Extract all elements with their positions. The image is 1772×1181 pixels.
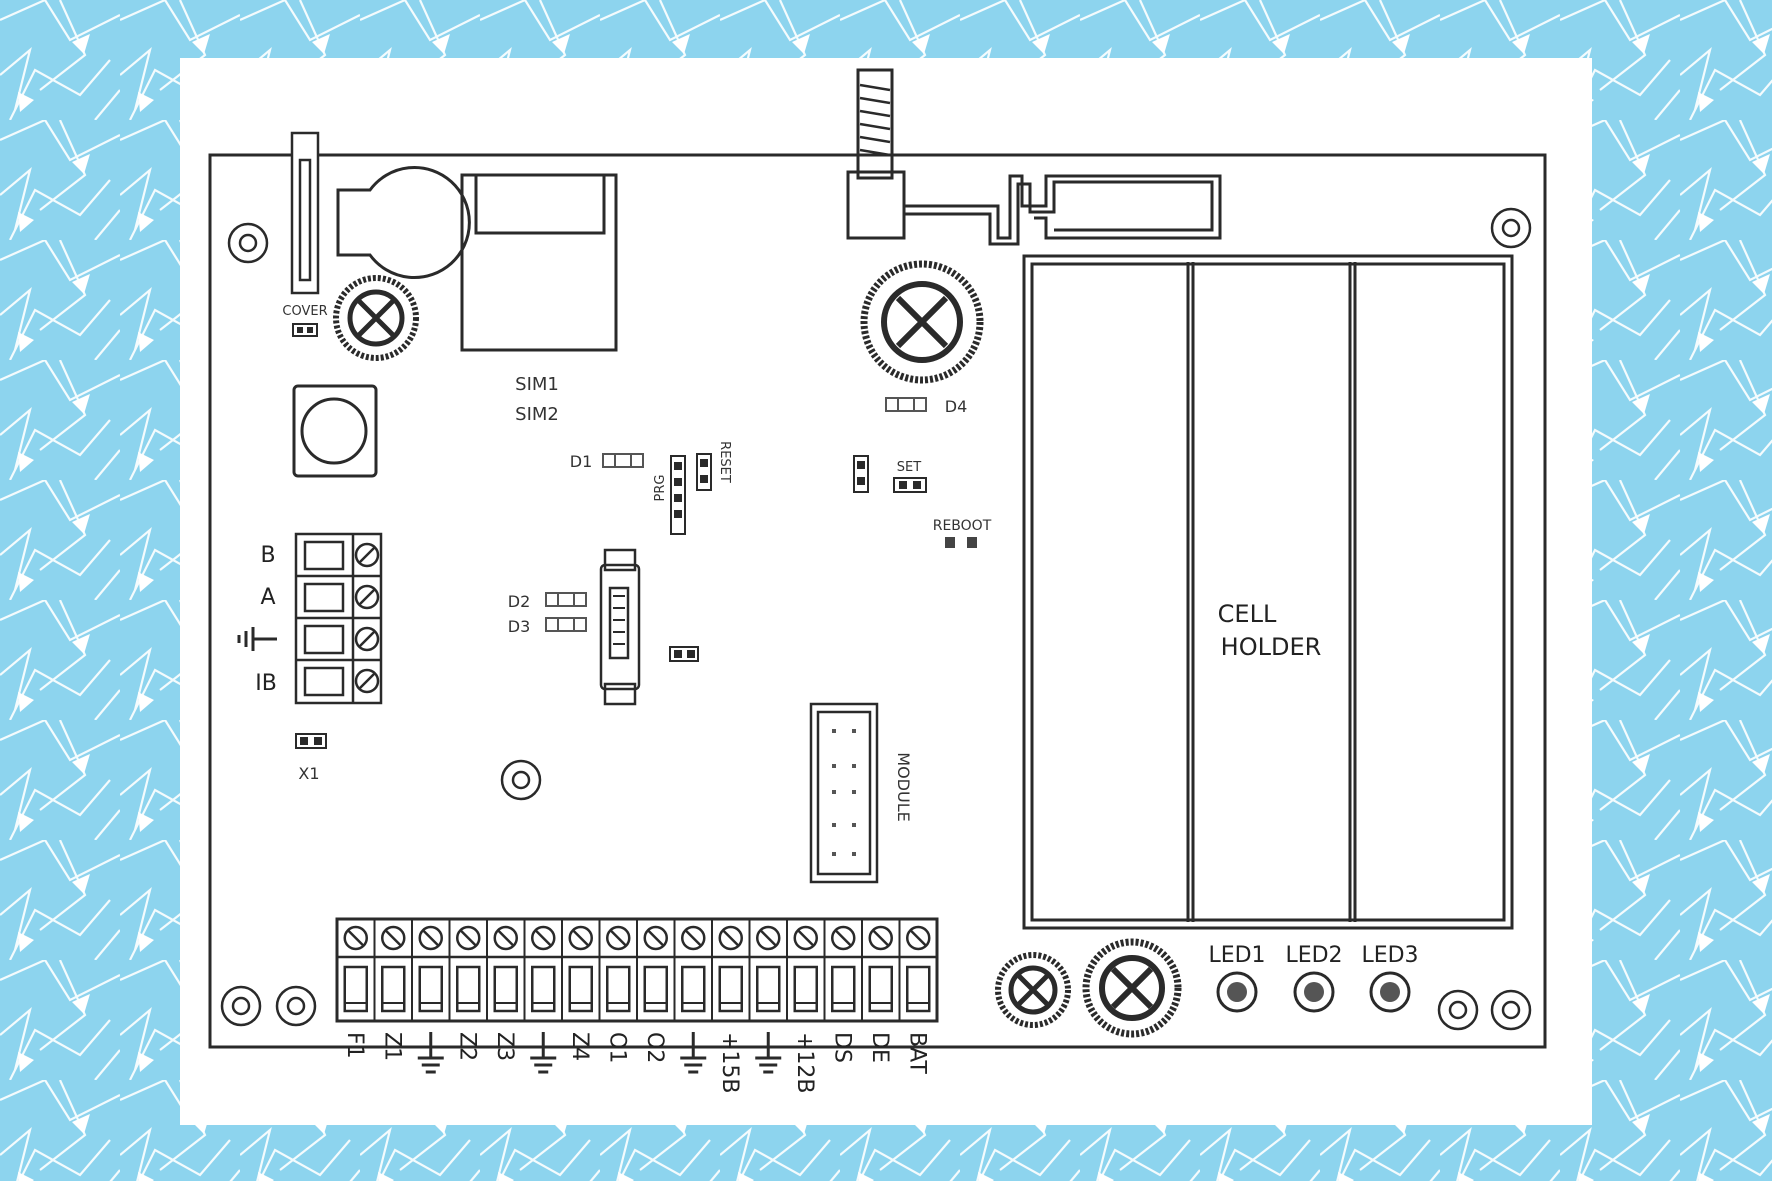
bottom-terminal [456,925,481,1013]
cover-switch [290,131,320,295]
cell-holder-label-2: HOLDER [1221,633,1322,661]
mounting-hole-icon [220,985,262,1027]
bottom-terminal [381,925,406,1013]
jumper-vertical [853,455,869,493]
ground-symbol-icon [680,1032,707,1074]
sim-holder [460,173,618,352]
status-led [1369,971,1411,1013]
bottom-terminal [418,925,443,1013]
bottom-terminal [568,925,593,1013]
backup-battery [336,166,471,279]
cell-holder-label-1: CELL [1218,600,1277,628]
bottom-terminal [906,925,931,1013]
reset-jumper [696,453,712,491]
screw-icon [333,275,419,361]
reset-label: RESET [717,441,732,483]
ground-symbol-icon [417,1032,444,1074]
set-label: SET [897,460,921,475]
d1-label: D1 [570,452,593,471]
bus-terminal-block [294,532,383,705]
reboot-label: REBOOT [933,518,992,534]
pcb-antenna-trace [904,174,1222,246]
terminal-label: Z1 [379,1032,404,1061]
set-jumper [893,477,927,493]
d4-label: D4 [945,397,968,416]
ground-symbol-icon [755,1032,782,1074]
screw-icon [995,952,1071,1028]
module-header [809,702,879,884]
mounting-hole-icon [275,985,317,1027]
bottom-terminal [868,925,893,1013]
cover-label: COVER [282,304,327,319]
prg-label: PRG [653,475,668,502]
bottom-terminal [531,925,556,1013]
cover-jumper [292,323,318,337]
pcb-outline [208,153,1547,1049]
mounting-hole-icon [1490,207,1532,249]
terminal-label: DS [829,1032,854,1063]
terminal-label: F1 [342,1032,367,1059]
terminal-label: BAT [904,1032,929,1074]
x1-jumper [295,733,327,749]
bus-label-a: A [260,585,275,610]
bus-label-b: B [260,543,275,568]
terminal-label: Z4 [567,1032,592,1061]
status-leds: LED1 LED2 LED3 [1208,943,1419,1013]
bottom-terminal [493,925,518,1013]
d2-label: D2 [508,592,531,611]
usb-jumper [669,646,699,662]
terminal-label: Z3 [492,1032,517,1061]
mounting-hole-icon [227,222,269,264]
bus-label-ib: IB [255,671,277,696]
bottom-terminal [756,925,781,1013]
bottom-terminal [718,925,743,1013]
mounting-hole-icon [500,759,542,801]
bottom-terminal [643,925,668,1013]
x1-label: X1 [298,764,319,783]
ground-symbol-icon [530,1032,557,1074]
screw-icon [860,260,984,384]
buzzer [292,384,378,478]
usb-connector [599,548,641,706]
terminal-label: O1 [604,1032,629,1063]
terminal-label: O2 [642,1032,667,1063]
led-d2 [545,592,587,607]
led-d4 [885,397,927,412]
reboot-pads [945,537,977,548]
status-led [1216,971,1258,1013]
prg-jumper [670,455,686,535]
d3-label: D3 [508,617,531,636]
bottom-terminal [606,925,631,1013]
bottom-terminal [793,925,818,1013]
terminal-label: +15B [717,1032,742,1094]
led-label: LED1 [1208,943,1265,968]
terminal-label: +12B [792,1032,817,1094]
bottom-terminal [831,925,856,1013]
led-label: LED2 [1285,943,1342,968]
terminal-label: Z2 [454,1032,479,1061]
led-label: LED3 [1361,943,1418,968]
led-d3 [545,617,587,632]
sim2-label: SIM2 [515,404,559,425]
cell-holder [1022,254,1514,930]
sim1-label: SIM1 [515,374,559,395]
status-led [1293,971,1335,1013]
bottom-terminal [343,925,368,1013]
screw-icon [1082,938,1182,1038]
mounting-hole-icon [1490,989,1532,1031]
bottom-terminal [681,925,706,1013]
led-d1 [602,453,644,468]
mounting-hole-icon [1437,989,1479,1031]
ground-symbol-icon [237,627,277,651]
module-label: MODULE [894,752,913,821]
terminal-label: DE [867,1032,892,1063]
